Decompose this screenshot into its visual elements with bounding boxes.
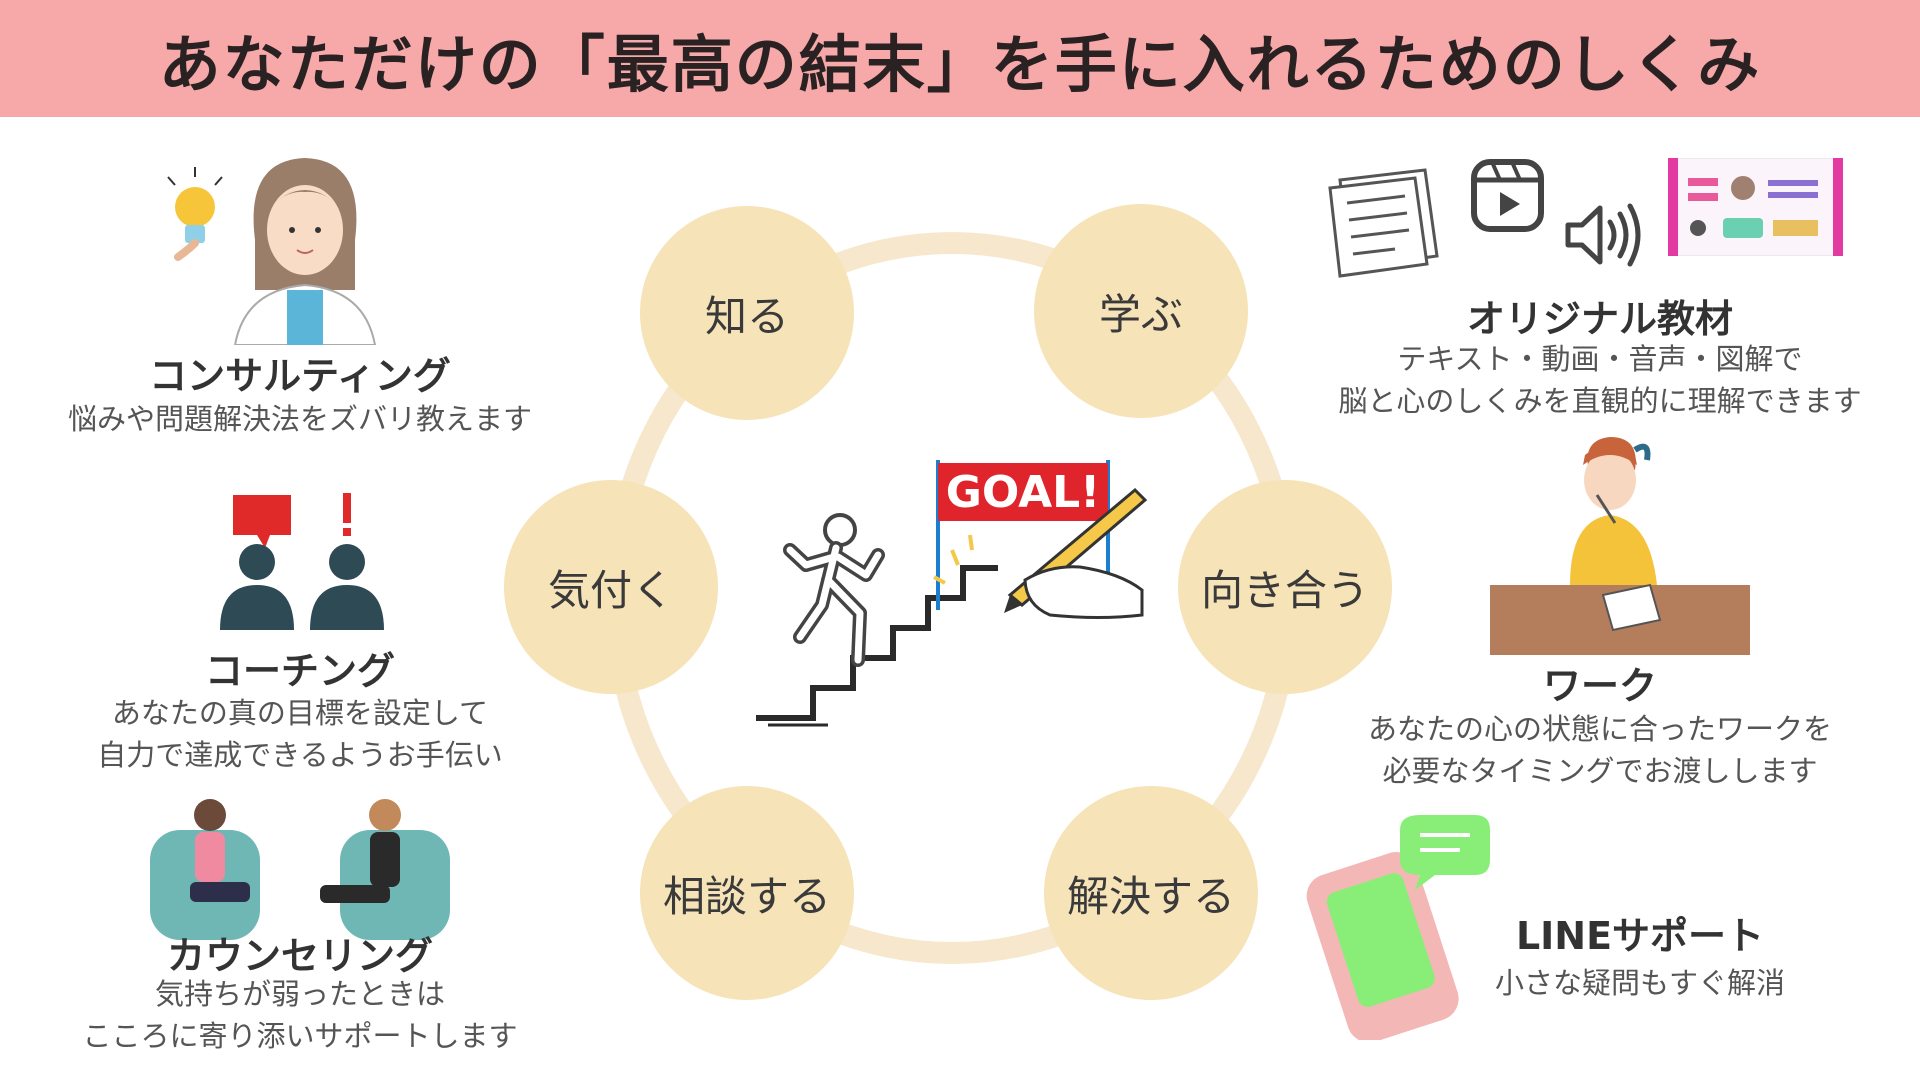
description-line: 脳と心のしくみを直観的に理解できます xyxy=(1338,384,1862,418)
materials-description: テキスト・動画・音声・図解で 脳と心のしくみを直観的に理解できます xyxy=(1290,338,1910,422)
stairs-runner-icon xyxy=(756,513,998,727)
cycle-step-label: 学ぶ xyxy=(1098,289,1183,339)
consultant-woman-icon xyxy=(233,158,377,345)
cycle-step-soudan: 相談する xyxy=(640,786,854,1000)
counseling-description: 気持ちが弱ったときは こころに寄り添いサポートします xyxy=(20,973,580,1057)
cycle-step-shiru: 知る xyxy=(640,206,854,420)
goal-sign-text: GOAL! xyxy=(946,467,1101,518)
smartphone-chat-icon xyxy=(1306,815,1490,1040)
counseling-scene-icon xyxy=(150,799,450,940)
coaching-people-icon xyxy=(220,493,384,630)
cycle-step-label: 解決する xyxy=(1066,871,1235,921)
document-icon xyxy=(1328,168,1439,278)
speaker-icon xyxy=(1565,203,1641,267)
video-play-icon xyxy=(1471,159,1544,232)
writing-woman-icon xyxy=(1490,437,1750,655)
counseling-title: カウンセリング xyxy=(166,934,433,978)
description-line: こころに寄り添いサポートします xyxy=(82,1019,518,1053)
lightbulb-icon xyxy=(167,167,223,261)
description-line: 必要なタイミングでお渡しします xyxy=(1382,754,1818,788)
work-description: あなたの心の状態に合ったワークを 必要なタイミングでお渡しします xyxy=(1290,708,1910,792)
goal-banner-icon: GOAL! xyxy=(933,460,1148,619)
materials-title: オリジナル教材 xyxy=(1466,297,1733,341)
line-support-description: 小さな疑問もすぐ解消 xyxy=(1440,962,1840,1004)
work-title: ワーク xyxy=(1542,664,1657,708)
coaching-description: あなたの真の目標を設定して 自力で達成できるようお手伝い xyxy=(20,692,580,776)
description-line: テキスト・動画・音声・図解で xyxy=(1397,342,1803,376)
cycle-step-kizuku: 気付く xyxy=(504,480,718,694)
description-line: あなたの真の目標を設定して xyxy=(111,696,489,730)
description-line: あなたの心の状態に合ったワークを xyxy=(1367,712,1832,746)
cycle-step-label: 向き合う xyxy=(1200,565,1369,615)
description-line: 小さな疑問もすぐ解消 xyxy=(1494,966,1785,1000)
cycle-step-mukiau: 向き合う xyxy=(1178,480,1392,694)
page-title: あなただけの「最高の結末」を手に入れるためのしくみ xyxy=(158,27,1762,101)
consulting-title: コンサルティング xyxy=(149,354,451,398)
diagram-thumbnail-icon xyxy=(1668,158,1843,256)
description-line: 気持ちが弱ったときは xyxy=(154,977,445,1011)
cycle-step-kaiketsu: 解決する xyxy=(1044,786,1258,1000)
cycle-step-label: 気付く xyxy=(547,565,674,615)
coaching-title: コーチング xyxy=(204,649,395,693)
cycle-step-label: 知る xyxy=(704,291,789,341)
consulting-description: 悩みや問題解決法をズバリ教えます xyxy=(20,398,580,440)
description-line: 自力で達成できるようお手伝い xyxy=(97,738,503,772)
line-support-title: LINEサポート xyxy=(1515,914,1765,958)
description-line: 悩みや問題解決法をズバリ教えます xyxy=(67,402,532,436)
cycle-step-label: 相談する xyxy=(662,871,831,921)
cycle-step-manabu: 学ぶ xyxy=(1034,204,1248,418)
header-banner: あなただけの「最高の結末」を手に入れるためのしくみ xyxy=(0,0,1920,117)
